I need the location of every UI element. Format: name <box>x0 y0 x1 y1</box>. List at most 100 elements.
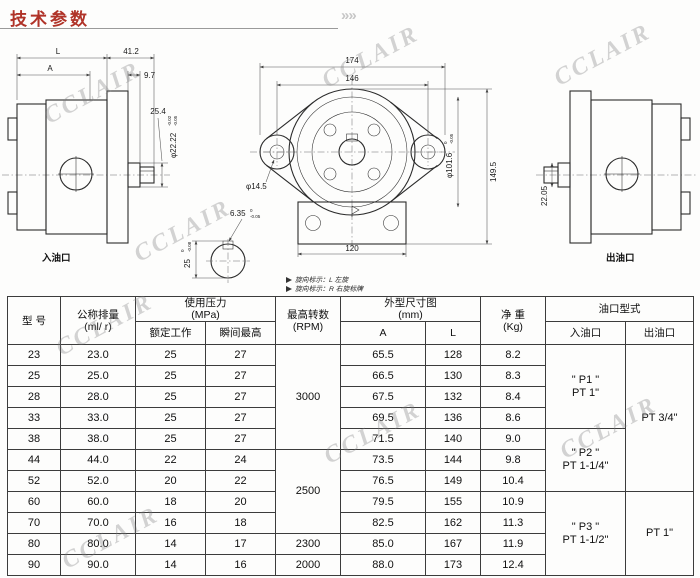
gear-chamber-circle <box>311 111 393 193</box>
shaft-end <box>139 166 155 184</box>
outlet-port-boss-bottom <box>680 191 691 215</box>
cell-displacement: 25.0 <box>60 365 136 388</box>
col-header-displacement-unit: (ml/ r) <box>84 320 112 333</box>
cell-port-outlet: PT 1" <box>625 491 694 577</box>
cell-port-inlet: " P3 "PT 1-1/2" <box>545 491 626 577</box>
dim-25: 25 <box>183 259 192 268</box>
col-header-dims-unit: (mm) <box>398 309 423 322</box>
dim-L: L <box>56 47 61 56</box>
col-header-dims: 外型尺寸图 (mm) <box>340 295 481 323</box>
cell-model: 38 <box>7 428 61 451</box>
bolt-hole <box>323 167 337 181</box>
cell-pressure-peak: 27 <box>205 407 276 430</box>
cell-displacement: 38.0 <box>60 428 136 451</box>
col-header-pressure: 使用压力 (MPa) <box>135 295 276 323</box>
col-header-dim-l: L <box>425 321 481 346</box>
cell-weight: 9.8 <box>480 449 546 472</box>
cell-pressure-peak: 24 <box>205 449 276 472</box>
spec-table: 型 号 公称排量 (ml/ r) 使用压力 (MPa) 最高转数 (RPM) 外… <box>7 295 694 577</box>
cell-port-outlet: PT 3/4" <box>625 344 694 493</box>
cell-displacement: 52.0 <box>60 470 136 493</box>
dim-key-tol-top: 0 <box>250 208 253 213</box>
cell-model: 25 <box>7 365 61 388</box>
dim-shaft-tol-bot: -0.05 <box>173 115 178 126</box>
cell-pressure-rated: 25 <box>135 407 206 430</box>
cell-pressure-rated: 25 <box>135 386 206 409</box>
dim-22-05: 22.05 <box>540 185 549 206</box>
shaft-detail-view: 25 0 -0.08 <box>180 239 250 283</box>
col-header-rpm: 最高转数 (RPM) <box>275 295 341 346</box>
cell-pressure-rated: 14 <box>135 554 206 577</box>
cell-dim-l: 140 <box>425 428 481 451</box>
cell-model: 44 <box>7 449 61 472</box>
col-header-weight-name: 净 重 <box>501 308 525 321</box>
dim-shaft-tol-top: -0.02 <box>167 115 172 126</box>
dim-146: 146 <box>345 74 359 83</box>
col-header-displacement-name: 公称排量 <box>77 308 119 321</box>
cell-pressure-rated: 22 <box>135 449 206 472</box>
cell-dim-l: 130 <box>425 365 481 388</box>
cell-dim-l: 162 <box>425 512 481 535</box>
col-header-pressure-unit: (MPa) <box>191 309 220 322</box>
header-arrows-icon: »» <box>341 7 357 24</box>
shaft-keyway <box>346 133 358 142</box>
col-header-weight-unit: (Kg) <box>503 320 523 333</box>
cell-weight: 8.6 <box>480 407 546 430</box>
col-header-dims-name: 外型尺寸图 <box>384 297 437 309</box>
cell-model: 80 <box>7 533 61 556</box>
bolt-hole <box>323 123 337 137</box>
dim-120: 120 <box>345 244 359 253</box>
col-header-port-in: 入油口 <box>545 321 626 346</box>
cell-port-inlet: " P1 "PT 1" <box>545 344 626 430</box>
left-side-view: L 41.2 A 9.7 25.4 φ22.22 -0.02 -0.05 入油口 <box>2 47 178 264</box>
cell-model: 70 <box>7 512 61 535</box>
cell-dim-a: 79.5 <box>340 491 426 514</box>
cell-pressure-peak: 18 <box>205 512 276 535</box>
cell-model: 52 <box>7 470 61 493</box>
cell-pressure-peak: 27 <box>205 365 276 388</box>
cell-pressure-rated: 16 <box>135 512 206 535</box>
inlet-port-boss-top <box>7 117 18 141</box>
cell-dim-l: 128 <box>425 344 481 367</box>
cell-dim-l: 144 <box>425 449 481 472</box>
dim-25-tol-top: 0 <box>180 249 185 252</box>
bolt-hole <box>367 123 381 137</box>
cell-pressure-peak: 22 <box>205 470 276 493</box>
dim-key-tol-bot: -0.05 <box>250 214 261 219</box>
shaft-circle <box>338 138 366 166</box>
note-arrow-icon <box>286 286 292 292</box>
pump-body <box>590 99 653 235</box>
cell-weight: 8.3 <box>480 365 546 388</box>
cell-displacement: 44.0 <box>60 449 136 472</box>
cell-rpm: 2000 <box>275 554 341 577</box>
cell-dim-l: 149 <box>425 470 481 493</box>
col-header-rpm-name: 最高转数 <box>287 308 329 321</box>
cell-weight: 11.3 <box>480 512 546 535</box>
cell-displacement: 90.0 <box>60 554 136 577</box>
cell-pressure-rated: 25 <box>135 344 206 367</box>
col-header-weight: 净 重 (Kg) <box>480 295 546 346</box>
rear-cover <box>16 103 47 231</box>
dim-25-4: 25.4 <box>150 107 166 116</box>
col-header-dim-a: A <box>340 321 426 346</box>
mounting-flange <box>569 90 592 244</box>
dim-shaft-dia: φ22.22 <box>169 132 178 158</box>
mounting-flange <box>106 90 129 244</box>
bolt-hole <box>367 167 381 181</box>
col-header-port: 油口型式 <box>545 295 694 323</box>
cell-weight: 10.4 <box>480 470 546 493</box>
dim-hole-dia: φ14.5 <box>246 182 267 191</box>
dim-spigot-tol-bot: -0.05 <box>449 133 454 144</box>
cell-weight: 10.9 <box>480 491 546 514</box>
page-title: 技术参数 <box>10 10 90 29</box>
cell-displacement: 33.0 <box>60 407 136 430</box>
cell-dim-l: 136 <box>425 407 481 430</box>
cell-dim-a: 82.5 <box>340 512 426 535</box>
rotation-note-line2: 旋向标示：R 右旋标牌 <box>295 285 364 292</box>
pump-body <box>45 99 108 235</box>
cell-dim-a: 85.0 <box>340 533 426 556</box>
